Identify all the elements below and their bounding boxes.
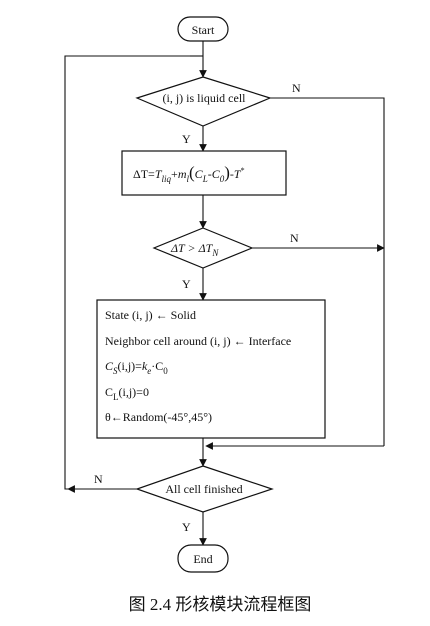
action-state-line: State (i, j) ← Solid — [105, 308, 196, 322]
action-cs-line: CS(i,j)=ke·C0 — [105, 359, 168, 376]
decision-finished-label: All cell finished — [165, 482, 242, 496]
figure-caption: 图 2.4 形核模块流程框图 — [129, 595, 312, 614]
undercool-no-label: N — [290, 231, 299, 245]
action-theta-line: θ←Random(-45°,45°) — [105, 410, 212, 424]
undercooling-formula: ΔT=Tliq+ml(CL-C0)-T* — [133, 163, 245, 184]
liquid-yes-label: Y — [182, 132, 191, 146]
end-label: End — [193, 552, 212, 566]
action-neighbor-line: Neighbor cell around (i, j) ← Interface — [105, 334, 291, 348]
end-terminator — [177, 544, 229, 573]
finished-yes-label: Y — [182, 520, 191, 534]
start-label: Start — [192, 23, 215, 37]
decision-liquid-label: (i, j) is liquid cell — [163, 91, 247, 105]
connector-liquid-no — [270, 97, 385, 446]
undercool-yes-label: Y — [182, 277, 191, 291]
action-cl-line: CL(i,j)=0 — [105, 385, 149, 402]
liquid-no-label: N — [292, 81, 301, 95]
decision-undercool-label: ΔT > ΔTN — [170, 241, 219, 258]
undercooling-box — [121, 150, 287, 196]
finished-no-label: N — [94, 472, 103, 486]
nucleation-action-box — [96, 299, 326, 439]
